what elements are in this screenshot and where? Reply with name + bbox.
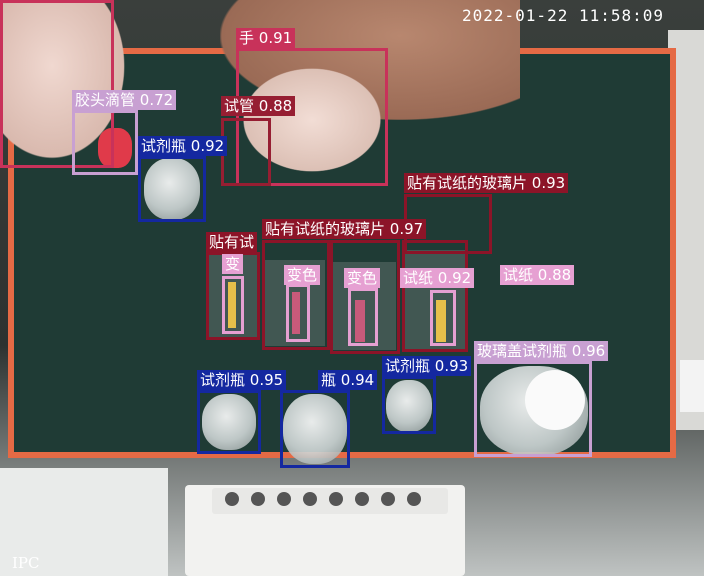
camera-watermark: IPC	[12, 554, 40, 572]
detection-box-hand-left	[0, 0, 114, 168]
detection-box-tube	[221, 118, 271, 186]
detection-box-lid-bottle	[474, 361, 592, 457]
detection-box-bottle-4	[382, 376, 436, 434]
detection-box-hand-right	[236, 48, 388, 186]
detection-box-dropper	[72, 110, 138, 175]
detection-label-bottle-3: 瓶 0.94	[318, 370, 378, 390]
detection-box-slide-3	[262, 240, 330, 350]
bottle-cap	[525, 370, 585, 430]
detection-label-paper-2: 试纸 0.88	[500, 265, 575, 285]
detection-label-color-change-1: 变	[222, 254, 244, 274]
reagent-bottle-3	[283, 394, 347, 464]
detection-box-slide-2	[206, 252, 260, 340]
detection-label-paper-1: 试纸 0.92	[400, 268, 475, 288]
detection-box-paper-1	[430, 290, 456, 346]
detection-label-hand: 手 0.91	[236, 28, 296, 48]
detection-box-bottle-1	[138, 156, 206, 222]
dropper-bulb	[98, 128, 132, 168]
timestamp-overlay: 2022-01-22 11:58:09	[462, 6, 665, 25]
test-paper-4	[436, 300, 446, 342]
detection-label-color-change-2: 变色	[284, 265, 321, 285]
detection-label-slide-3: 贴有试纸的玻璃片 0.97	[262, 219, 427, 239]
reagent-bottle-1	[144, 158, 200, 220]
detection-label-bottle-1: 试剂瓶 0.92	[138, 136, 228, 156]
detection-label-dropper: 胶头滴管 0.72	[72, 90, 177, 110]
detection-box-color-change-3	[348, 288, 378, 346]
reagent-bottle-4	[386, 380, 432, 432]
test-paper-1	[228, 282, 236, 328]
detection-box-slide-4	[330, 240, 400, 354]
rack-holes	[225, 492, 435, 510]
detection-label-color-change-3: 变色	[344, 268, 381, 288]
detection-label-slide-1: 贴有试纸的玻璃片 0.93	[404, 173, 569, 193]
detection-label-tube: 试管 0.88	[221, 96, 296, 116]
detection-box-bottle-2	[197, 390, 261, 454]
detection-label-bottle-4: 试剂瓶 0.93	[382, 356, 472, 376]
detection-label-slide-2: 贴有试	[206, 232, 258, 252]
detection-box-bottle-3	[280, 390, 350, 468]
white-container	[0, 468, 168, 576]
detection-label-bottle-2: 试剂瓶 0.95	[197, 370, 287, 390]
reagent-bottle-2	[202, 394, 256, 450]
test-paper-2	[292, 292, 300, 334]
detection-box-color-change-1	[222, 276, 244, 334]
test-paper-3	[355, 300, 365, 342]
detection-label-lid-bottle: 玻璃盖试剂瓶 0.96	[474, 341, 609, 361]
detection-box-slide-5	[402, 240, 468, 352]
detection-box-color-change-2	[286, 284, 310, 342]
color-chart-strip	[680, 360, 704, 412]
